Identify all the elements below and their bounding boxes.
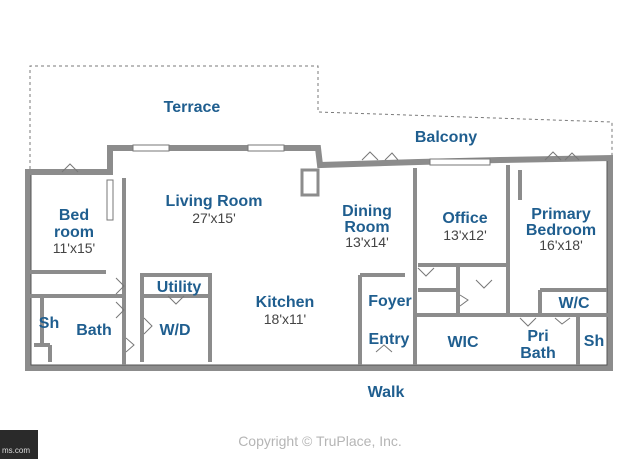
- wd-label: W/D: [159, 322, 190, 339]
- kitchen-label: Kitchen: [256, 294, 315, 311]
- terrace-label: Terrace: [164, 99, 221, 116]
- primary-bedroom-dimensions: 16'x18': [539, 237, 583, 253]
- dining-room-label-line1: Dining: [342, 203, 392, 220]
- utility-label: Utility: [157, 279, 202, 296]
- balcony-label: Balcony: [415, 129, 477, 146]
- outdoor-outlines: [29, 65, 613, 175]
- dining-room-dimensions: 13'x14': [345, 234, 389, 250]
- primary-bedroom-label-line2: Bedroom: [526, 222, 596, 239]
- living-room-label: Living Room: [166, 193, 263, 210]
- pri-bath-label-line1: Pri: [527, 328, 548, 345]
- dining-room-label-line2: Room: [344, 219, 389, 236]
- interior-walls: [28, 165, 610, 365]
- wic-label: WIC: [447, 334, 479, 351]
- bedroom-label-line1: Bed: [59, 207, 89, 224]
- source-badge: ms.com: [0, 430, 38, 459]
- entry-label: Entry: [369, 331, 410, 348]
- pri-bath-label-line2: Bath: [520, 345, 556, 362]
- primary-bedroom-label-line1: Primary: [531, 206, 591, 223]
- shower-right-label: Sh: [584, 333, 604, 350]
- door-swings: [61, 151, 580, 353]
- windows: [106, 144, 491, 221]
- bath-label: Bath: [76, 322, 112, 339]
- office-label: Office: [442, 210, 487, 227]
- bedroom-dimensions: 11'x15': [53, 240, 95, 256]
- office-dimensions: 13'x12': [443, 227, 487, 243]
- exterior-walls: [25, 145, 613, 371]
- wc-label: W/C: [558, 295, 590, 312]
- shower-left-label: Sh: [39, 315, 59, 332]
- walk-label: Walk: [368, 384, 405, 401]
- kitchen-dimensions: 18'x11': [264, 311, 306, 327]
- living-room-dimensions: 27'x15': [192, 210, 236, 226]
- foyer-label: Foyer: [368, 293, 412, 310]
- source-badge-text: ms.com: [2, 446, 30, 455]
- bedroom-label-line2: room: [54, 224, 94, 241]
- copyright-notice: Copyright © TruPlace, Inc.: [238, 433, 402, 449]
